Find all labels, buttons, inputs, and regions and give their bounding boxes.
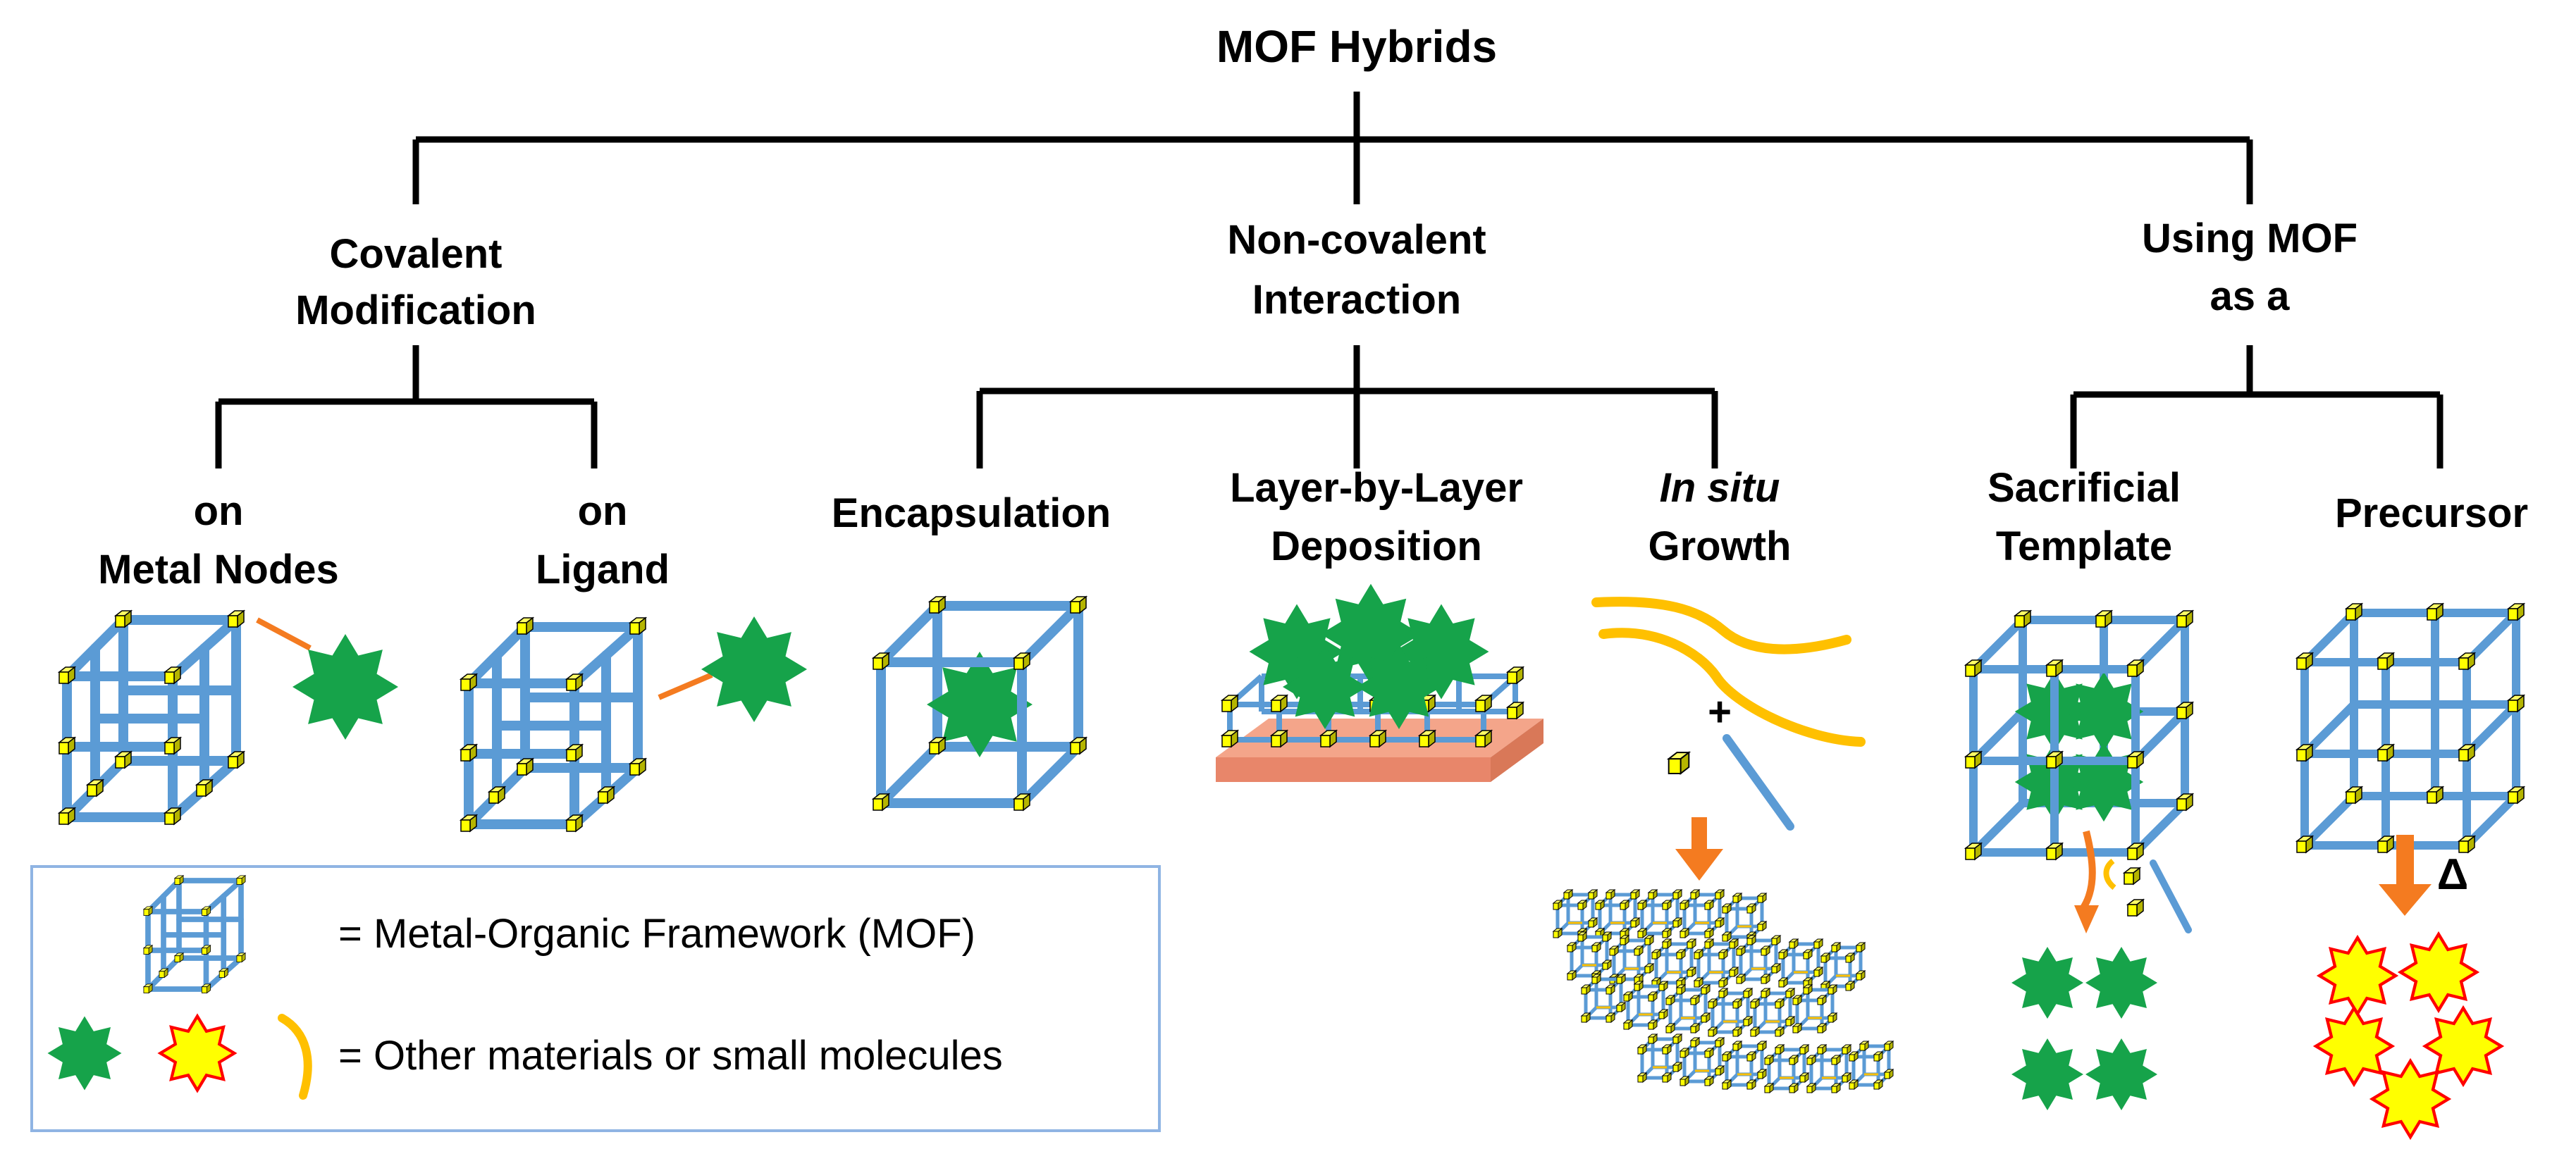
category-noncovalent-line2: Interaction xyxy=(1252,277,1462,323)
mof-chain-icon xyxy=(1553,890,1893,1093)
illustration-encapsulation xyxy=(873,596,1087,811)
plus-sign: + xyxy=(1708,689,1732,735)
green-star-icon xyxy=(292,634,398,740)
delta-symbol: Δ xyxy=(2437,850,2469,899)
mof-cube-icon xyxy=(873,596,1087,811)
legend: = Metal-Organic Framework (MOF) = Other … xyxy=(30,865,1161,1132)
leaf-ligand-line1: on xyxy=(578,488,628,534)
illustration-metal-nodes xyxy=(59,611,398,824)
curve-legend-icon xyxy=(278,1014,312,1100)
illustration-layer-by-layer xyxy=(1216,583,1543,782)
leaf-metal-nodes-line2: Metal Nodes xyxy=(98,547,339,592)
leaf-metal-nodes-line1: on xyxy=(194,488,244,534)
legend-mof-text: = Metal-Organic Framework (MOF) xyxy=(338,911,975,957)
category-covalent-line1: Covalent xyxy=(330,231,503,277)
mof-cube-icon xyxy=(461,618,646,831)
green-star-icon xyxy=(701,616,807,722)
mof-double-cube-icon xyxy=(1965,610,2193,860)
leaf-sacrificial-line1: Sacrificial xyxy=(1988,465,2181,511)
category-using-mof-line2: as a xyxy=(2210,273,2291,319)
leaf-layer-by-layer-line2: Deposition xyxy=(1271,523,1482,569)
leaf-precursor: Precursor xyxy=(2335,490,2528,536)
leaf-sacrificial-line2: Template xyxy=(1996,523,2172,569)
leaf-ligand-line2: Ligand xyxy=(536,547,670,592)
arrow-down-icon xyxy=(2074,905,2099,933)
legend-other-text: = Other materials or small molecules xyxy=(338,1033,1003,1079)
arrow-down-icon xyxy=(2379,835,2432,916)
diagram-title: MOF Hybrids xyxy=(1216,21,1497,72)
mof-double-cube-icon xyxy=(2296,603,2525,853)
illustration-in-situ-growth: + xyxy=(1553,597,1893,1093)
yellow-star-legend-icon xyxy=(161,1017,235,1091)
legend-box xyxy=(30,865,1161,1132)
green-star-legend-icon xyxy=(47,1016,122,1091)
mof-cube-icon xyxy=(59,611,244,824)
illustration-precursor: Δ xyxy=(2296,603,2525,1137)
illustration-ligand xyxy=(461,616,807,831)
category-covalent-line2: Modification xyxy=(295,287,536,333)
category-noncovalent-line1: Non-covalent xyxy=(1227,217,1486,263)
leaf-layer-by-layer-line1: Layer-by-Layer xyxy=(1230,465,1523,511)
category-using-mof-line1: Using MOF xyxy=(2142,216,2358,261)
tree-connectors xyxy=(215,92,2443,468)
leaf-in-situ-line1: In situ xyxy=(1660,465,1780,511)
arrow-down-icon xyxy=(1675,817,1723,881)
illustration-sacrificial-template xyxy=(1965,610,2193,1110)
leaf-encapsulation: Encapsulation xyxy=(832,490,1111,536)
leaf-in-situ-line2: Growth xyxy=(1648,523,1792,569)
